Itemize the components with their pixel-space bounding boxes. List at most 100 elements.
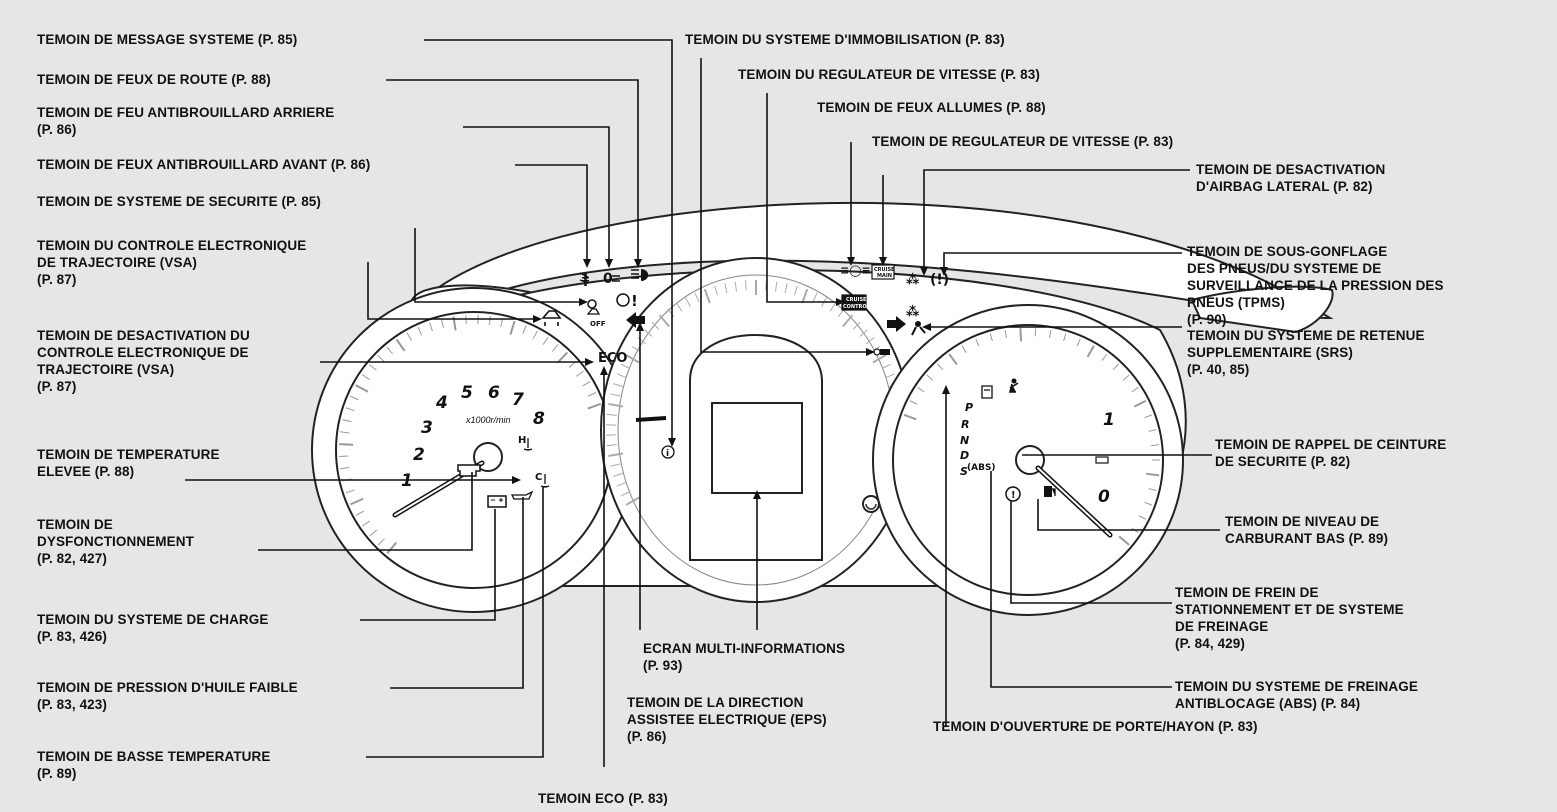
svg-text:⁂: ⁂ bbox=[906, 305, 920, 320]
svg-text:4: 4 bbox=[435, 393, 448, 413]
vsa-off-icon: OFF bbox=[586, 308, 606, 328]
gauge-tick bbox=[1004, 329, 1007, 338]
gauge-tick bbox=[355, 384, 369, 393]
label-lights-on: TEMOIN DE FEUX ALLUMES (P. 88) bbox=[817, 100, 1046, 115]
battery-icon bbox=[487, 495, 507, 508]
svg-text:ǂ: ǂ bbox=[582, 272, 589, 287]
svg-text:MAIN: MAIN bbox=[877, 273, 892, 279]
gauge-tick bbox=[369, 529, 378, 537]
gauge-tick bbox=[703, 288, 711, 304]
gauge-tick bbox=[631, 345, 641, 353]
gauge-tick bbox=[355, 510, 365, 516]
gauge-tick bbox=[714, 285, 718, 296]
gauge-tick bbox=[1122, 374, 1130, 381]
gauge-tick bbox=[429, 322, 433, 332]
gauge-tick bbox=[1151, 444, 1160, 447]
fuel-icon bbox=[1044, 486, 1056, 497]
gauge-tick bbox=[610, 393, 621, 397]
gauge-tick bbox=[1146, 472, 1160, 477]
gauge-tick bbox=[801, 288, 809, 304]
gauge-tick bbox=[345, 407, 355, 412]
gauge-tick bbox=[812, 292, 818, 303]
gauge-tick bbox=[1049, 329, 1052, 338]
svg-text:2: 2 bbox=[413, 445, 425, 465]
gauge-tick bbox=[582, 381, 591, 387]
gauge-tick bbox=[694, 292, 700, 303]
gauge-tick bbox=[386, 542, 397, 555]
side-airbag-icon: ⁂ bbox=[906, 305, 920, 320]
gauge-tick bbox=[961, 345, 967, 353]
gauge-tick bbox=[644, 329, 653, 337]
gauge-tick bbox=[872, 354, 887, 364]
eco-icon: ECO bbox=[598, 351, 627, 366]
gauge-tick bbox=[488, 315, 491, 326]
gauge-tick bbox=[509, 320, 516, 335]
gauge-tick bbox=[587, 402, 602, 410]
svg-text:CONTROL: CONTROL bbox=[843, 304, 871, 310]
label-cruise-control: TEMOIN DE REGULATEUR DE VITESSE (P. 83) bbox=[872, 134, 1174, 149]
gauge-tick bbox=[1148, 429, 1157, 432]
srs-icon bbox=[911, 321, 926, 336]
svg-text:(!): (!) bbox=[930, 272, 949, 288]
label-abs: TEMOIN DU SYSTEME DE FREINAGE ANTIBLOCAG… bbox=[1175, 679, 1418, 711]
gauge-tick bbox=[1076, 338, 1081, 347]
gauge-tick bbox=[1138, 515, 1147, 520]
gauge-tick bbox=[1112, 363, 1119, 371]
check-engine-icon bbox=[457, 464, 481, 477]
fuel-pump-small-icon bbox=[1095, 456, 1109, 464]
label-seatbelt-reminder: TEMOIN DE RAPPEL DE CEINTURE DE SECURITE… bbox=[1215, 437, 1447, 469]
gauge-tick bbox=[842, 314, 854, 328]
gauge-tick bbox=[362, 520, 371, 527]
label-vsa: TEMOIN DU CONTROLE ELECTRONIQUE DE TRAJE… bbox=[37, 238, 307, 287]
svg-text:!: ! bbox=[631, 292, 638, 310]
label-front-fog: TEMOIN DE FEUX ANTIBROUILLARD AVANT (P. … bbox=[37, 157, 371, 172]
gauge-tick bbox=[395, 338, 406, 352]
gauge-tick bbox=[1148, 488, 1157, 491]
gauge-tick bbox=[937, 363, 944, 371]
gauge-tick bbox=[794, 285, 798, 296]
gauge-tick bbox=[556, 351, 569, 364]
svg-text:7: 7 bbox=[512, 390, 524, 410]
gauge-tick bbox=[616, 373, 627, 379]
speed-needle bbox=[635, 416, 667, 422]
label-vsa-off: TEMOIN DE DESACTIVATION DU CONTROLE ELEC… bbox=[37, 328, 250, 394]
label-eco: TEMOIN ECO (P. 83) bbox=[538, 791, 668, 806]
eps-icon: ! bbox=[616, 292, 638, 310]
gauge-tick bbox=[745, 280, 747, 291]
gauge-tick bbox=[917, 387, 925, 393]
gauge-tick bbox=[542, 336, 549, 345]
tach-numbers: 1 2 3 4 5 6 7 8 bbox=[401, 383, 545, 491]
svg-text:1: 1 bbox=[401, 471, 413, 491]
fuel-numbers: 1 0 bbox=[1098, 410, 1115, 507]
tpms-icon: (!) bbox=[930, 272, 949, 288]
gauge-tick bbox=[613, 472, 624, 477]
gauge-tick bbox=[852, 321, 861, 330]
gauge-tick bbox=[734, 281, 738, 292]
gauge-tick bbox=[340, 467, 350, 470]
turn-right-arrow-icon bbox=[887, 316, 906, 332]
gauge-tick bbox=[1101, 353, 1108, 361]
gauge-tick bbox=[881, 363, 892, 370]
svg-text:0: 0 bbox=[1098, 487, 1110, 507]
label-high-beam: TEMOIN DE FEUX DE ROUTE (P. 88) bbox=[37, 72, 271, 87]
svg-text:CRUISE: CRUISE bbox=[874, 267, 895, 273]
gauge-tick bbox=[926, 374, 934, 381]
label-low-oil-pressure: TEMOIN DE PRESSION D'HUILE FAIBLE (P. 83… bbox=[37, 680, 298, 712]
label-tpms: TEMOIN DE SOUS-GONFLAGE DES PNEUS/DU SYS… bbox=[1187, 244, 1444, 327]
gauge-tick bbox=[616, 481, 627, 487]
gauge-tick bbox=[361, 374, 370, 380]
door-open-icon bbox=[981, 385, 993, 399]
svg-text:S: S bbox=[960, 465, 968, 478]
gauge-tick bbox=[406, 332, 412, 341]
svg-text:6: 6 bbox=[488, 383, 500, 403]
gauge-tick bbox=[386, 346, 393, 355]
gauge-tick bbox=[903, 413, 917, 421]
gauge-tick bbox=[522, 325, 527, 334]
gauge-tick bbox=[774, 281, 778, 292]
brake-icon: ! bbox=[1005, 486, 1021, 502]
immobilizer-icon bbox=[873, 348, 890, 356]
svg-text:H: H bbox=[518, 435, 526, 446]
gauge-tick bbox=[377, 355, 385, 363]
svg-text:P: P bbox=[965, 401, 973, 414]
